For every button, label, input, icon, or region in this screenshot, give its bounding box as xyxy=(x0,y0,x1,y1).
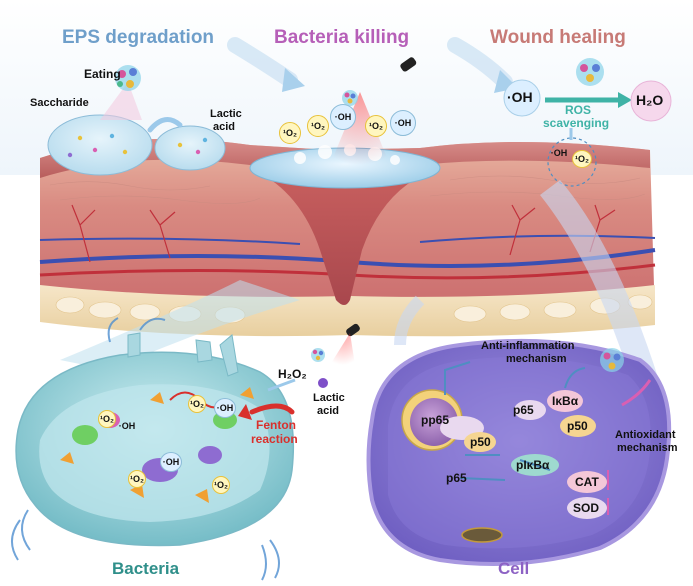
protein-p50-b: p50 xyxy=(567,419,588,433)
header-wound-healing: Wound healing xyxy=(490,27,626,48)
ros-singlet-oxygen-1: ¹O₂ xyxy=(279,122,301,144)
ros-bacteria-hydroxyl-1: ·OH xyxy=(118,421,136,431)
ros-singlet-oxygen-2: ¹O₂ xyxy=(307,115,329,137)
protein-sod: SOD xyxy=(573,501,600,515)
ros-bacteria-singlet-2: ¹O₂ xyxy=(188,395,206,413)
protein-pp65: pp65 xyxy=(421,413,450,427)
label-water: H₂O xyxy=(636,92,664,108)
label-anti-inflammation-mechanism: mechanism xyxy=(506,353,567,365)
ros-hydroxyl-skin: ·OH xyxy=(550,148,568,158)
ros-bacteria-singlet-1: ¹O₂ xyxy=(98,410,116,428)
label-bacteria: Bacteria xyxy=(112,559,180,578)
ros-bacteria-hydroxyl-3: ·OH xyxy=(160,452,182,472)
ros-hydroxyl-2: ·OH xyxy=(390,110,416,136)
label-lactic-acid-mid-1: Lactic xyxy=(313,392,345,404)
label-cell: Cell xyxy=(498,559,530,578)
header-eps-degradation: EPS degradation xyxy=(62,27,215,48)
ros-singlet-oxygen-3: ¹O₂ xyxy=(365,115,387,137)
label-reaction: reaction xyxy=(251,432,298,446)
protein-p65-b: p65 xyxy=(446,471,467,485)
protein-p65-a: p65 xyxy=(513,403,534,417)
label-hydroxyl-radical: ·OH xyxy=(507,89,533,105)
label-antioxidant: Antioxidant xyxy=(615,429,676,441)
ros-bacteria-hydroxyl-2: ·OH xyxy=(214,398,236,418)
label-lactic-acid-mid-2: acid xyxy=(317,405,340,417)
ros-bacteria-singlet-4: ¹O₂ xyxy=(212,476,230,494)
protein-p50-a: p50 xyxy=(470,435,491,449)
label-anti-inflammation: Anti-inflammation xyxy=(481,340,575,352)
label-h2o2: H₂O₂ xyxy=(278,367,307,381)
label-fenton: Fenton xyxy=(256,418,296,432)
label-lactic-acid-top-1: Lactic xyxy=(210,108,242,120)
label-eating: Eating xyxy=(84,67,121,81)
protein-cat: CAT xyxy=(575,475,599,489)
protein-pikba: pIκBα xyxy=(516,458,550,472)
header-bacteria-killing: Bacteria killing xyxy=(274,27,410,48)
protein-ikba: IκBα xyxy=(552,394,579,408)
ros-bacteria-singlet-3: ¹O₂ xyxy=(128,470,146,488)
label-antioxidant-mechanism: mechanism xyxy=(617,442,678,454)
label-lactic-acid-top-2: acid xyxy=(213,121,236,133)
ros-hydroxyl-1: ·OH xyxy=(330,104,356,130)
label-scavenging: scavenging xyxy=(543,116,610,130)
label-ros: ROS xyxy=(565,103,592,117)
label-saccharide: Saccharide xyxy=(30,97,89,109)
ros-singlet-oxygen-skin: ¹O₂ xyxy=(572,150,592,168)
